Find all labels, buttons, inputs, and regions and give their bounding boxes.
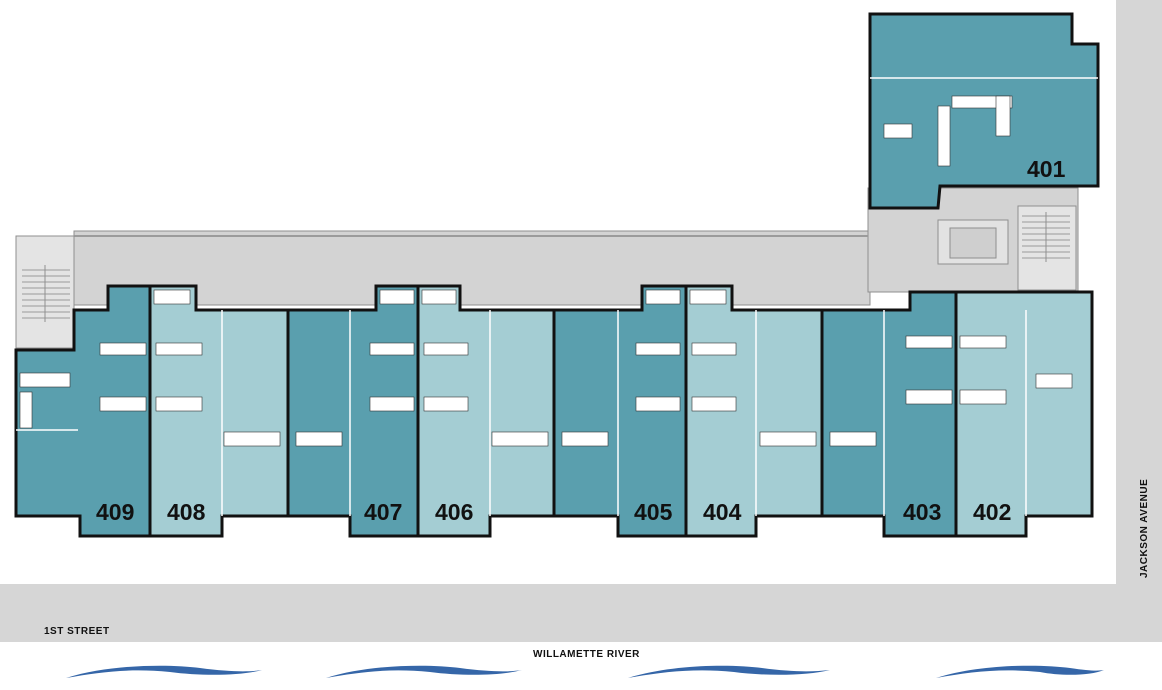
- unit-402: [954, 290, 1094, 538]
- unit-label-407: 407: [364, 499, 402, 525]
- unit-label-404: 404: [703, 499, 742, 525]
- unit-label-409: 409: [96, 499, 134, 525]
- unit-label-402: 402: [973, 499, 1011, 525]
- wave-4: [936, 665, 1104, 678]
- unit-label-406: 406: [435, 499, 473, 525]
- unit-404: [684, 284, 824, 538]
- wave-2: [326, 665, 522, 678]
- unit-label-403: 403: [903, 499, 941, 525]
- unit-405: [552, 284, 688, 538]
- river-label: WILLAMETTE RIVER: [533, 649, 640, 660]
- stair-east: [1017, 205, 1077, 291]
- unit-401: [868, 12, 1100, 210]
- stair-west: [15, 235, 75, 349]
- unit-label-405: 405: [634, 499, 673, 525]
- jackson-avenue-label: JACKSON AVENUE: [1139, 479, 1150, 578]
- unit-408: [148, 284, 290, 538]
- jackson-avenue-road: [1116, 0, 1162, 584]
- first-street-label: 1ST STREET: [44, 626, 110, 637]
- wave-1: [66, 665, 262, 678]
- wave-3: [628, 665, 830, 678]
- unit-label-408: 408: [167, 499, 206, 525]
- first-street-road: [0, 584, 1162, 642]
- unit-403: [820, 290, 958, 538]
- river-waves: [66, 665, 1104, 678]
- unit-label-401: 401: [1027, 156, 1066, 182]
